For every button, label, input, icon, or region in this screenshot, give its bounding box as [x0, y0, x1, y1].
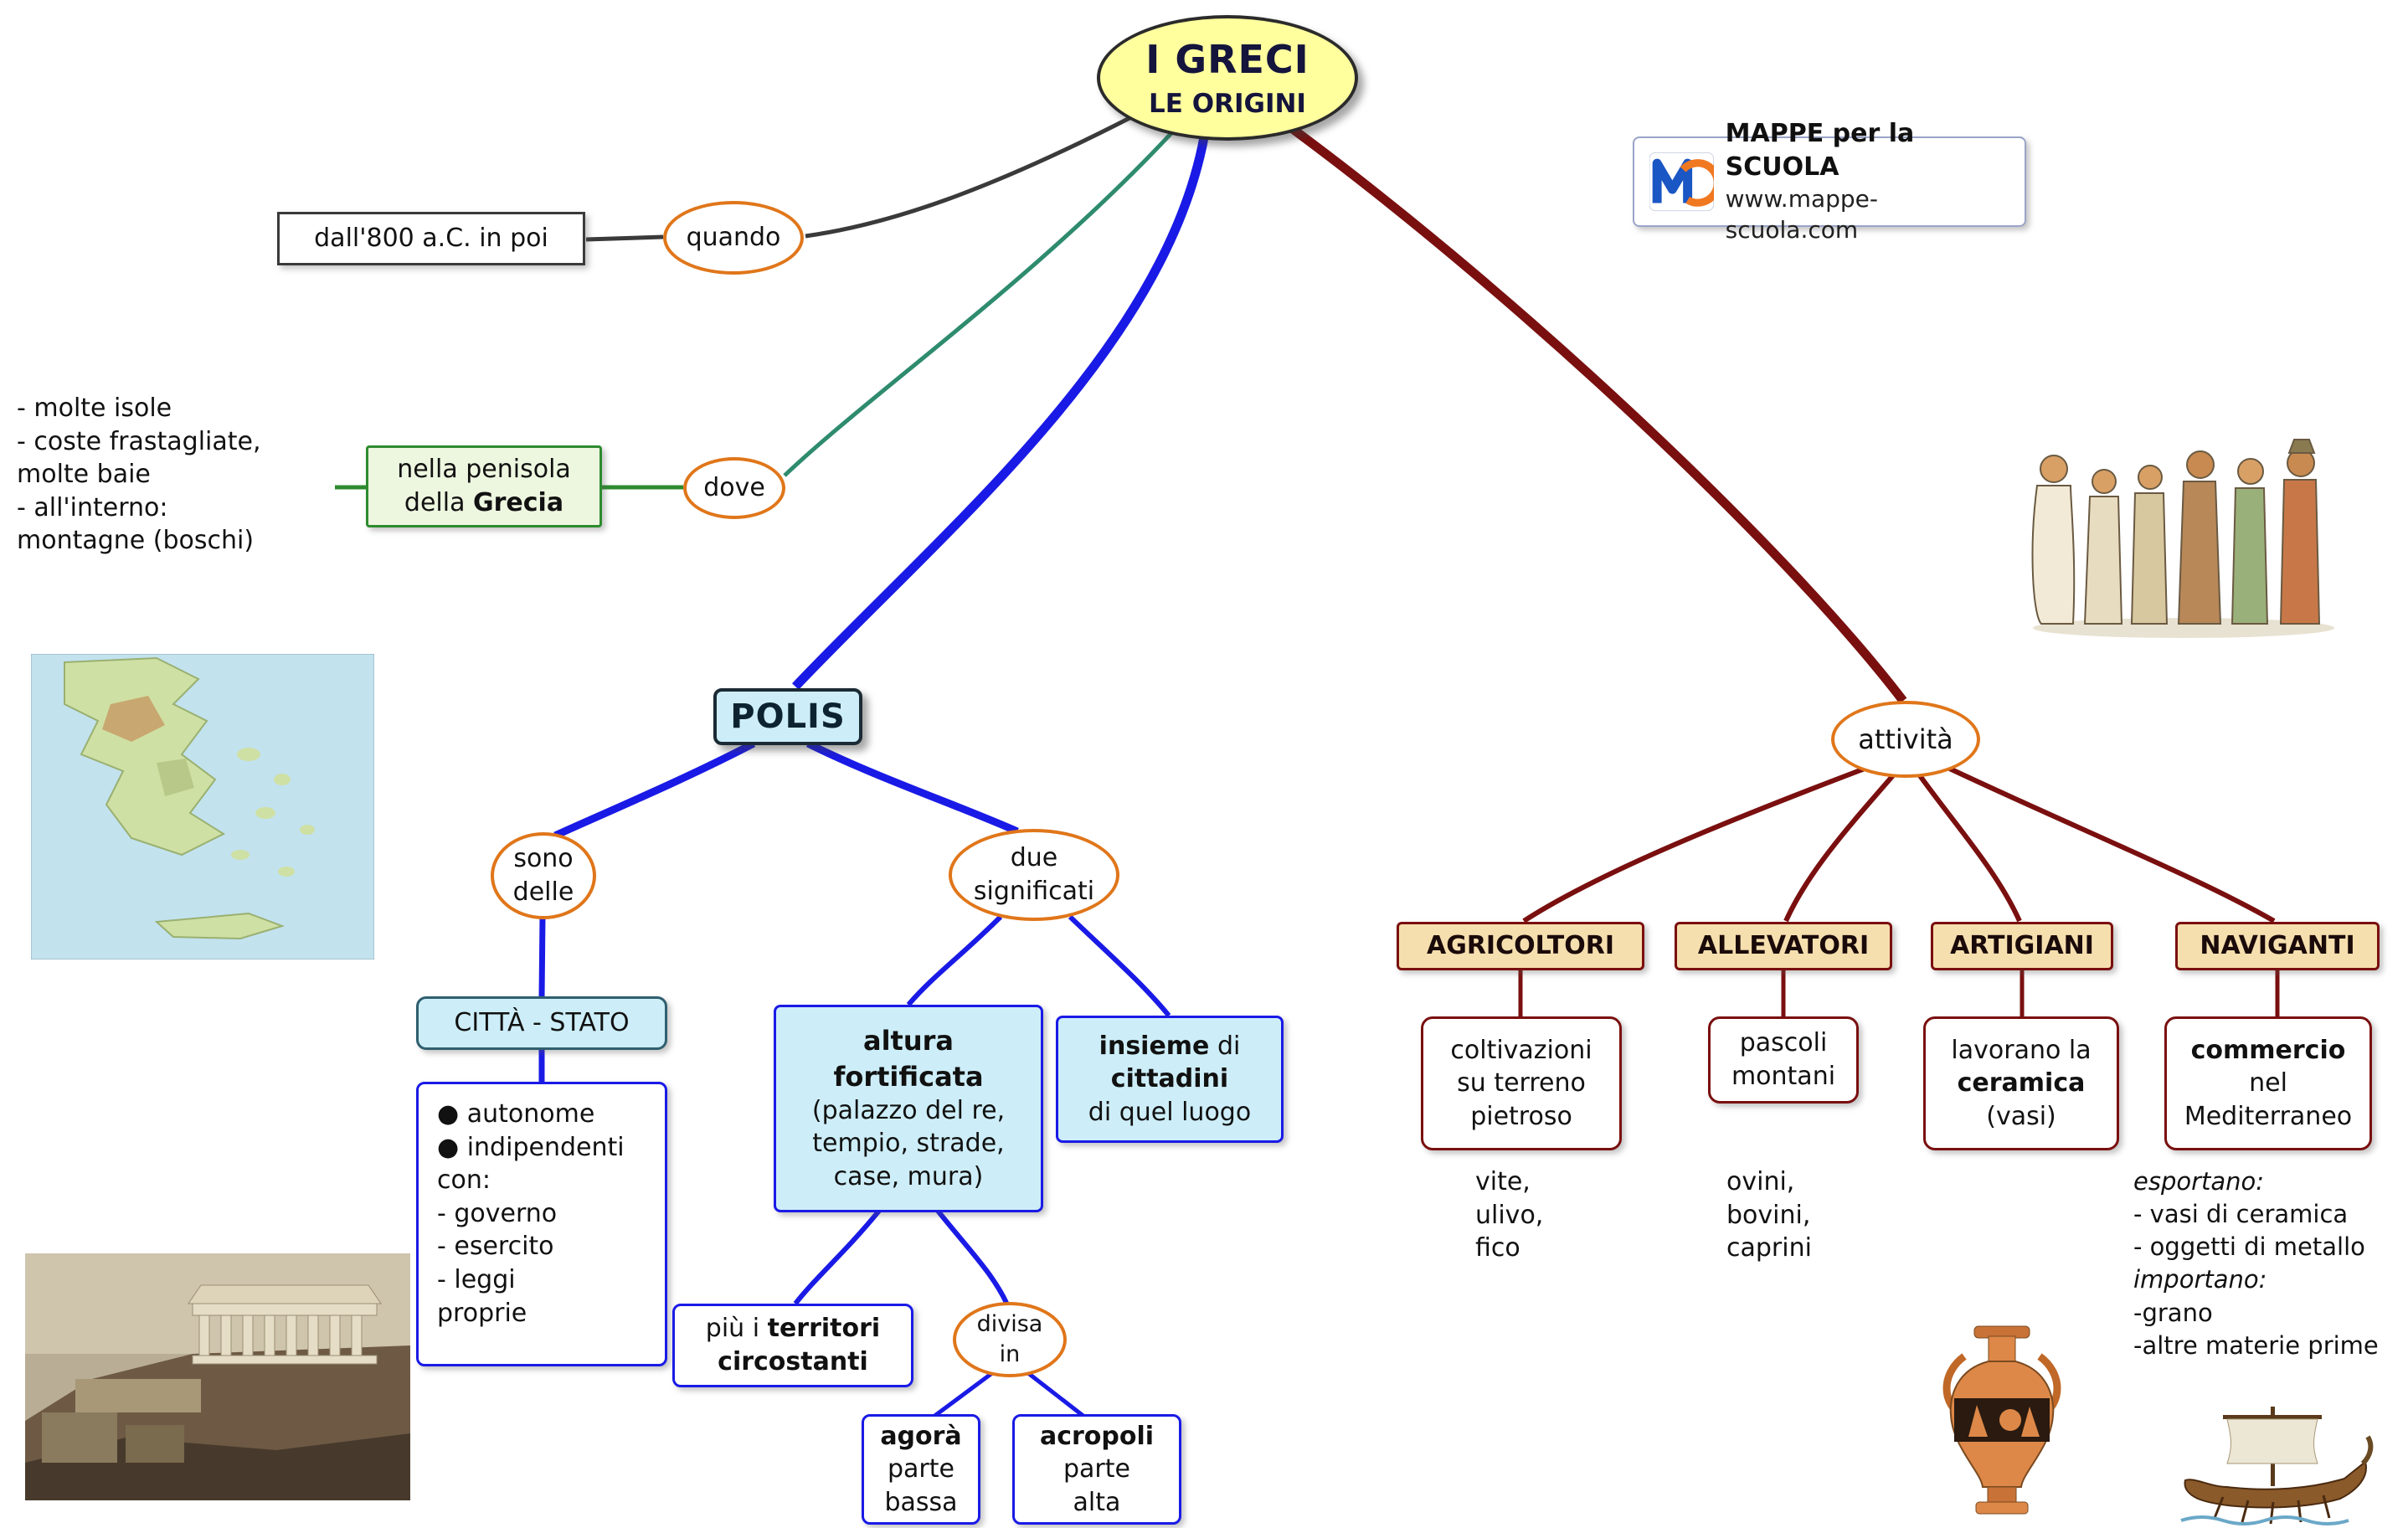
allevatori-desc: pascoli montani: [1731, 1028, 1836, 1091]
acropoli-rest: parte alta: [1063, 1454, 1130, 1517]
greece-map-image: [30, 653, 375, 969]
naviganti-desc-box: commercio nel Mediterraneo: [2164, 1016, 2372, 1150]
territori-norm: più i: [705, 1314, 768, 1344]
connector-quando: quando: [663, 201, 804, 275]
territori-bold1: territori: [767, 1314, 881, 1344]
dove-answer-box: nella penisola della Grecia: [366, 445, 602, 527]
quando-answer: dall'800 a.C. in poi: [314, 224, 548, 254]
naviganti-label: NAVIGANTI: [2200, 931, 2355, 961]
attivita-label: attività: [1858, 723, 1953, 755]
sono-delle-label: sono delle: [512, 844, 574, 907]
naviganti-desc-norm1: nel: [2249, 1068, 2287, 1098]
exports-label: esportano:: [2133, 1167, 2265, 1196]
agora-box: agorà parte bassa: [862, 1414, 980, 1525]
agora-bold: agorà: [880, 1421, 962, 1451]
naviganti-desc-bold: commercio: [2190, 1035, 2346, 1065]
root-node: I GRECI LE ORIGINI: [1097, 15, 1358, 141]
imports-label: importano:: [2133, 1265, 2267, 1294]
territori-circostanti-box: più i territori circostanti: [672, 1304, 913, 1387]
polis-label: POLIS: [730, 697, 846, 736]
dove-label: dove: [703, 473, 765, 503]
artigiani-desc-norm2: (vasi): [1986, 1101, 2056, 1131]
exports-list: - vasi di ceramica - oggetti di metallo: [2133, 1200, 2365, 1262]
greek-people-image: [2025, 423, 2339, 650]
artigiani-desc-norm1: lavorano la: [1951, 1035, 2092, 1065]
connector-due-significati: due significati: [949, 829, 1119, 921]
greek-ship-image: [2177, 1397, 2374, 1528]
allevatori-items: ovini, bovini, caprini: [1726, 1167, 1812, 1263]
quando-label: quando: [686, 223, 781, 253]
dove-notes: - molte isole - coste frastagliate, molt…: [17, 394, 261, 556]
dove-answer-line2: della: [404, 488, 473, 517]
logo-site: www.mappe-scuola.com: [1725, 184, 1878, 244]
agricoltori-label: AGRICOLTORI: [1426, 931, 1614, 961]
connector-sono-delle: sono delle: [491, 832, 596, 919]
altura-rest-text: (palazzo del re, tempio, strade, case, m…: [811, 1095, 1006, 1192]
agricoltori-items: vite, ulivo, fico: [1475, 1167, 1544, 1263]
altura-fortificata-box: altura fortificata (palazzo del re, temp…: [774, 1005, 1043, 1212]
allevatori-box: ALLEVATORI: [1675, 922, 1892, 970]
root-title: I GRECI: [1145, 37, 1309, 83]
logo-title: MAPPE per la SCUOLA: [1725, 119, 1915, 183]
dove-answer-line1: nella penisola: [397, 455, 571, 485]
polis-node: POLIS: [713, 688, 862, 745]
artigiani-label: ARTIGIANI: [1950, 931, 2094, 961]
artigiani-box: ARTIGIANI: [1931, 922, 2113, 970]
artigiani-desc-bold: ceramica: [1957, 1068, 2086, 1098]
insieme-norm2: di quel luogo: [1088, 1097, 1252, 1127]
acropoli-box: acropoli parte alta: [1012, 1414, 1181, 1525]
naviganti-desc-norm2: Mediterraneo: [2184, 1101, 2353, 1131]
quando-answer-box: dall'800 a.C. in poi: [277, 212, 585, 265]
agricoltori-desc: coltivazioni su terreno pietroso: [1450, 1035, 1592, 1131]
due-significati-label: due significati: [973, 843, 1095, 906]
acropolis-image: [25, 1253, 410, 1510]
citta-stato-label: CITTÀ - STATO: [454, 1008, 630, 1038]
allevatori-desc-box: pascoli montani: [1708, 1016, 1859, 1104]
allevatori-label: ALLEVATORI: [1697, 931, 1870, 961]
naviganti-notes: esportano: - vasi di ceramica - oggetti …: [2133, 1165, 2408, 1362]
connector-dove: dove: [683, 457, 785, 519]
imports-list: -grano -altre materie prime: [2133, 1298, 2379, 1360]
artigiani-desc-box: lavorano la ceramica (vasi): [1923, 1016, 2119, 1150]
insieme-cittadini-box: insieme di cittadini di quel luogo: [1056, 1016, 1284, 1143]
insieme-bold1: insieme: [1099, 1031, 1210, 1061]
altura-bold-text: altura fortificata: [833, 1025, 984, 1093]
insieme-norm1: di: [1209, 1031, 1241, 1061]
citta-stato-properties: ● autonome ● indipendenti con: - governo…: [416, 1082, 667, 1366]
mappe-logo-icon: [1649, 152, 1714, 212]
citta-stato-box: CITTÀ - STATO: [416, 996, 667, 1050]
agricoltori-desc-box: coltivazioni su terreno pietroso: [1421, 1016, 1622, 1150]
citta-stato-properties-text: ● autonome ● indipendenti con: - governo…: [437, 1099, 625, 1328]
greek-vase-image: [1931, 1321, 2073, 1528]
dove-answer-bold: Grecia: [473, 488, 564, 517]
naviganti-box: NAVIGANTI: [2175, 922, 2380, 970]
acropoli-bold: acropoli: [1039, 1421, 1155, 1451]
territori-bold2: circostanti: [718, 1347, 868, 1376]
connector-attivita: attività: [1831, 701, 1980, 778]
connector-divisa-in: divisa in: [953, 1302, 1067, 1377]
agora-rest: parte bassa: [884, 1454, 958, 1517]
root-subtitle: LE ORIGINI: [1149, 88, 1306, 119]
mappe-scuola-logo: MAPPE per la SCUOLA www.mappe-scuola.com: [1633, 119, 2026, 244]
agricoltori-box: AGRICOLTORI: [1397, 922, 1644, 970]
insieme-bold2: cittadini: [1110, 1064, 1229, 1094]
divisa-in-label: divisa in: [976, 1311, 1043, 1367]
